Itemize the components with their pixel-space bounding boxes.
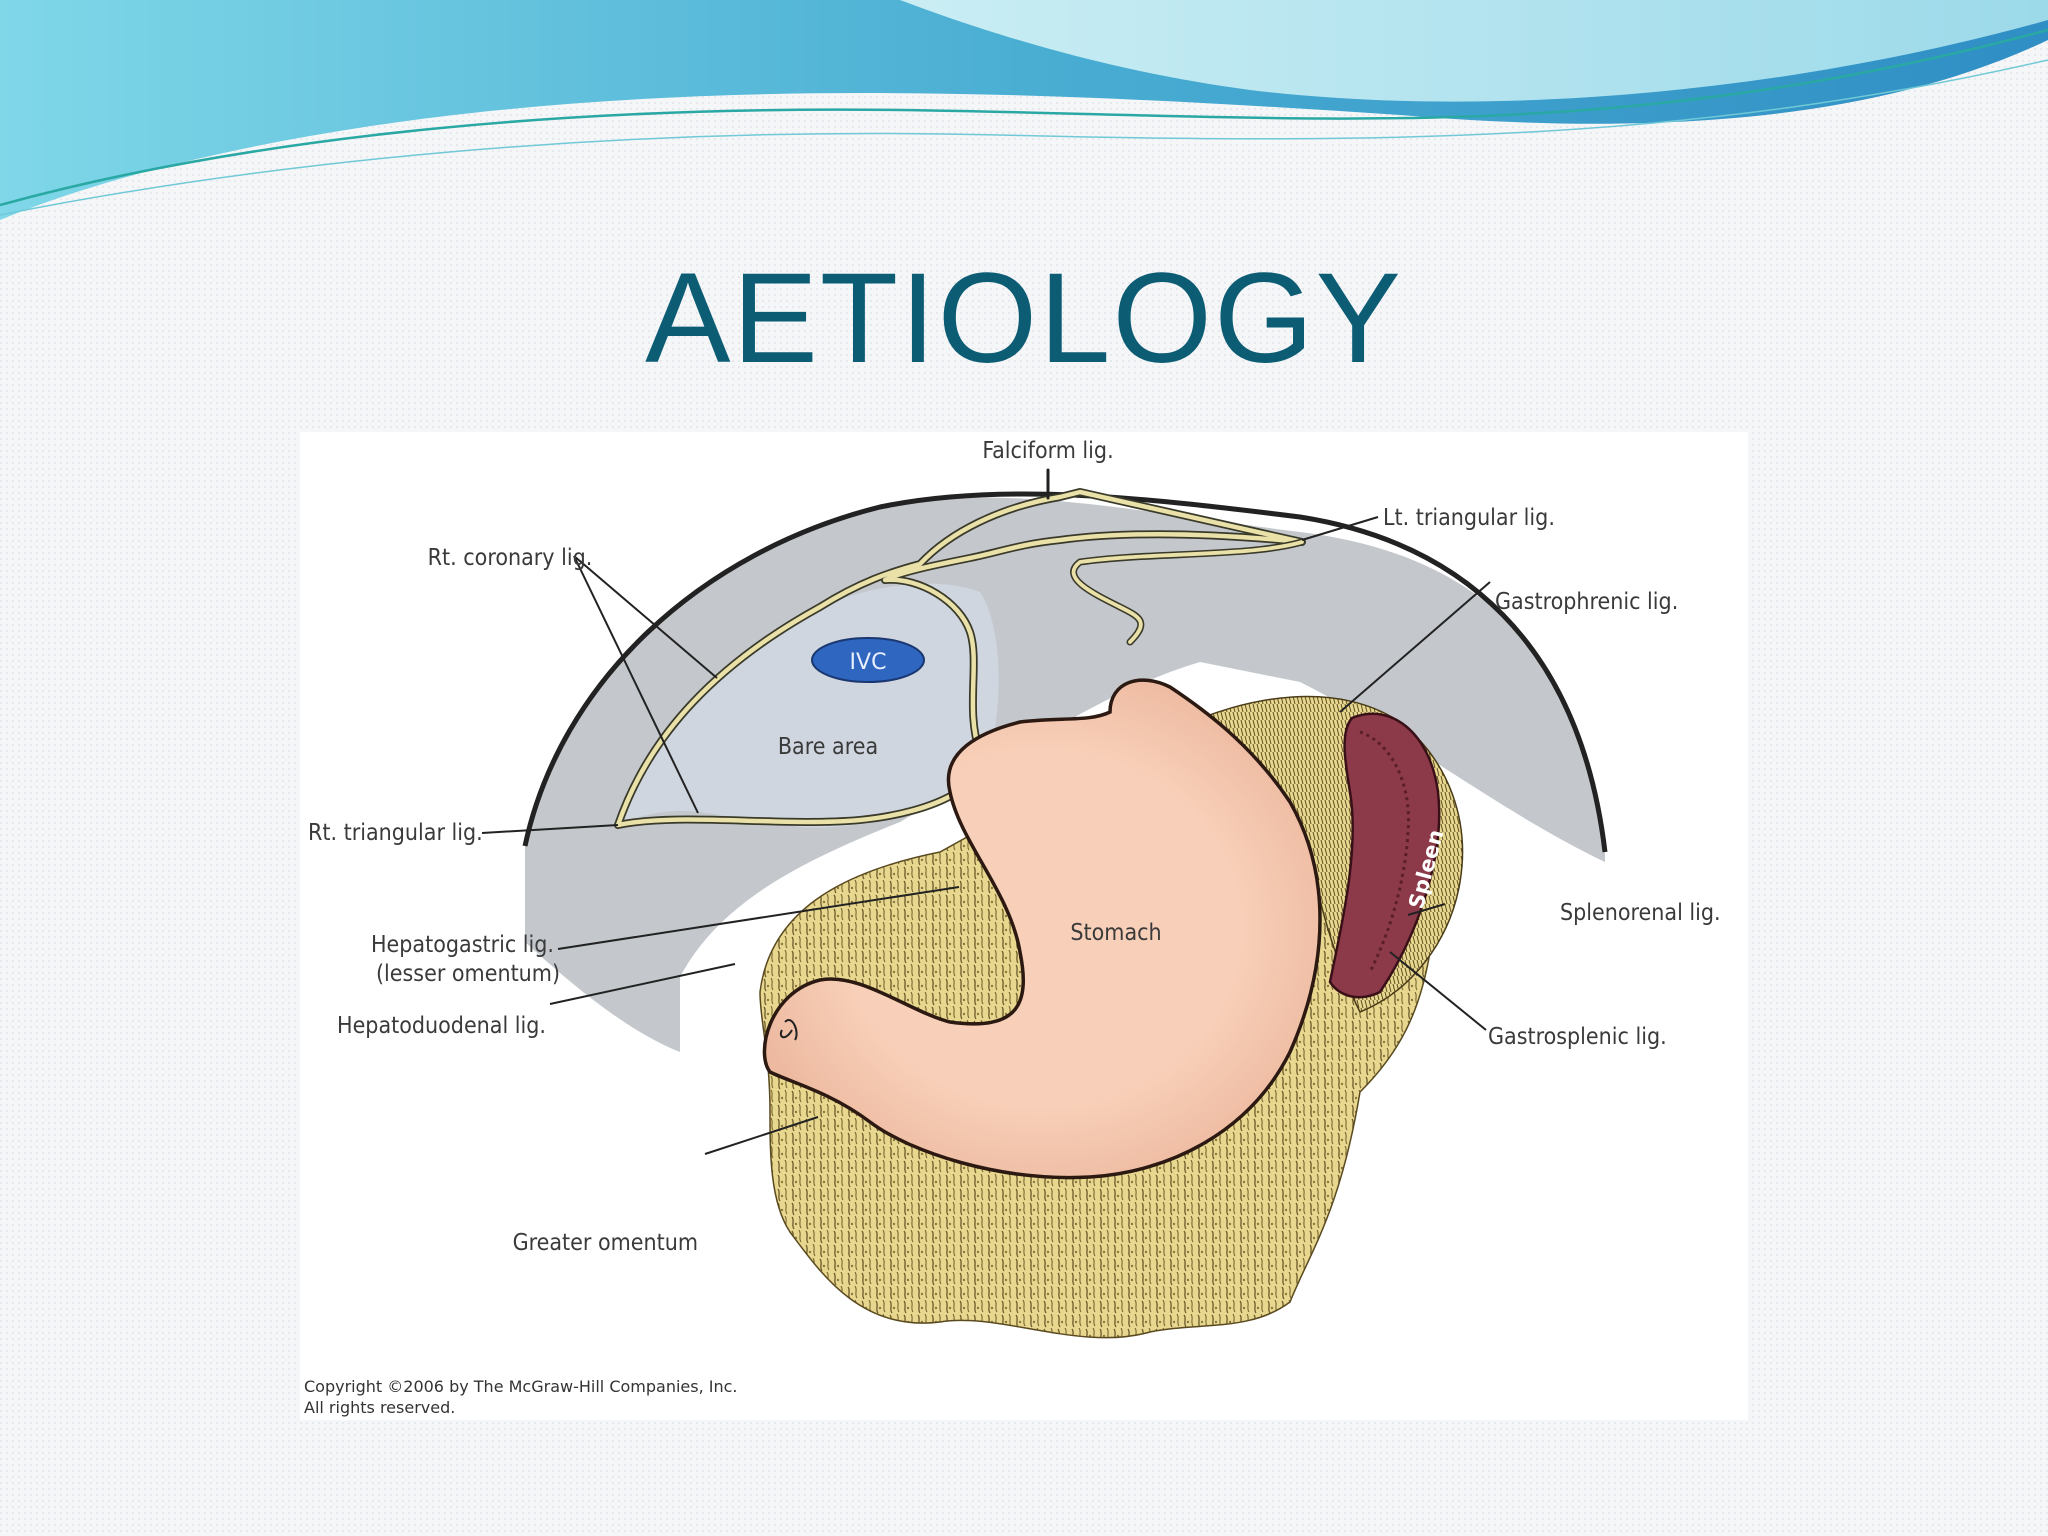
- copyright-notice: Copyright ©2006 by The McGraw-Hill Compa…: [304, 1376, 738, 1418]
- stomach-organ: [762, 678, 1322, 1180]
- lesser-omentum-label: (lesser omentum): [376, 961, 560, 987]
- anatomy-diagram: Falciform lig. Lt. triangular lig. Rt. c…: [308, 438, 1721, 1339]
- anatomy-figure: Falciform lig. Lt. triangular lig. Rt. c…: [300, 432, 1748, 1420]
- slide-title: AETIOLOGY: [645, 247, 1403, 390]
- copyright-line-1: Copyright ©2006 by The McGraw-Hill Compa…: [304, 1377, 738, 1396]
- lt-triangular-label: Lt. triangular lig.: [1383, 505, 1555, 531]
- leader-lines: [481, 516, 1491, 1155]
- greater-omentum-label: Greater omentum: [513, 1230, 698, 1256]
- ligament-lines: [614, 468, 1306, 829]
- splenorenal-label: Splenorenal lig.: [1560, 900, 1721, 926]
- falciform-label: Falciform lig.: [982, 438, 1113, 464]
- hepatogastric-label: Hepatogastric lig.: [371, 932, 554, 958]
- rt-coronary-label: Rt. coronary lig.: [428, 545, 593, 571]
- rt-triangular-label: Rt. triangular lig.: [308, 820, 483, 846]
- ivc-label: IVC: [850, 650, 887, 675]
- copyright-line-2: All rights reserved.: [304, 1398, 456, 1417]
- stomach-label: Stomach: [1070, 920, 1161, 946]
- ivc-vessel: [811, 637, 925, 683]
- pylorus-mark: [779, 1019, 798, 1041]
- header-wave-decoration: [0, 0, 2048, 220]
- gastrosplenic-label: Gastrosplenic lig.: [1488, 1024, 1667, 1050]
- hepatoduodenal-label: Hepatoduodenal lig.: [337, 1013, 546, 1039]
- spleen-organ: [1328, 712, 1441, 999]
- gastrophrenic-label: Gastrophrenic lig.: [1495, 589, 1678, 615]
- bare-area-label: Bare area: [778, 734, 878, 760]
